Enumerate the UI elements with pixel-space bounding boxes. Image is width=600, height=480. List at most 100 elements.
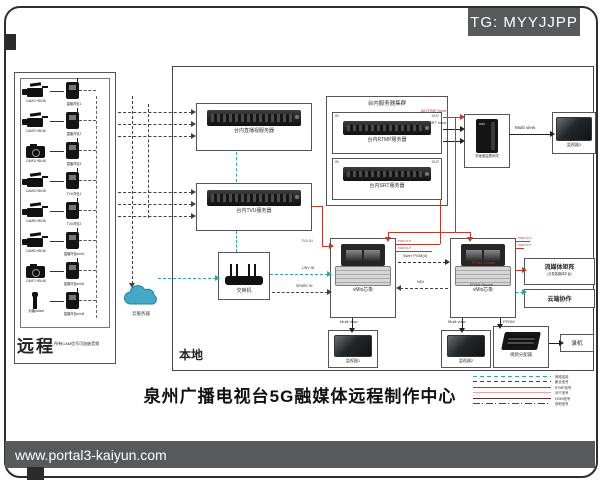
flight-case-icon <box>335 244 391 286</box>
connector-line <box>236 152 237 182</box>
connector-line <box>50 211 64 212</box>
arrowhead <box>385 237 391 242</box>
camera-label: CAM6/ HD/4K <box>25 249 46 253</box>
connector-line <box>440 200 441 244</box>
monitor-icon <box>556 117 592 141</box>
arrowhead <box>327 271 332 277</box>
cloud-collab-label: 云端协作 <box>547 297 572 303</box>
connector-line <box>470 232 471 238</box>
legend-label: SRT信号 <box>555 391 569 396</box>
stream-matrix-sublabel: (分发各媒体平台) <box>547 272 572 276</box>
ndi-label: NDI <box>417 279 424 284</box>
connector-line <box>50 241 64 242</box>
swer-pgm-label: Swer PGM(d) <box>403 253 428 258</box>
vmix1-label: vMix芯象 <box>352 287 374 293</box>
connector-line <box>455 117 456 232</box>
camcorder-camera-icon <box>22 172 50 190</box>
connector-line <box>96 96 97 318</box>
connector-line <box>118 216 192 217</box>
connector-line <box>462 318 463 329</box>
vmix1-box: vMix芯象 <box>330 238 396 318</box>
server1-box: 台内直播视服务器 <box>196 103 312 151</box>
arrowhead <box>191 189 196 195</box>
camera-row: CAM2/ HD/4K 直播背包2 <box>20 108 110 140</box>
camera-label: CAM2/ HD/4K <box>25 129 46 133</box>
connector-line <box>516 241 530 242</box>
camcorder-camera-icon <box>22 112 50 130</box>
arrowhead <box>191 133 196 139</box>
monitor2-box: 监视器2 <box>441 330 491 368</box>
monitor-icon <box>334 335 372 357</box>
monitor3-box: 监视器3 <box>552 112 596 154</box>
monitor3-label: 监视器3 <box>566 142 582 147</box>
distributor-icon <box>501 332 541 350</box>
arrowhead <box>522 267 527 273</box>
tower-pc-icon <box>476 119 498 153</box>
io-in-label: IN <box>335 160 339 164</box>
arrowhead <box>460 114 465 120</box>
connector-line <box>79 210 96 211</box>
server2-box: 台内TVU服务器 <box>196 183 312 231</box>
outer-frame <box>4 6 598 478</box>
cloud-label: 云服务器 <box>132 311 150 316</box>
remote-label: 远程 <box>17 337 55 356</box>
connector-line <box>516 270 523 271</box>
connector-line <box>118 124 192 125</box>
backpack-encoder-icon <box>66 168 79 189</box>
backpack-label: 直播背包2 <box>66 132 82 136</box>
all-rtmp-input-label: All RTMP Input <box>421 109 447 113</box>
monitor1-box: 监视器1 <box>328 330 378 368</box>
backpack-label: TVU背包1 <box>66 192 82 196</box>
arrowhead <box>129 283 135 288</box>
io-out-label: OUT <box>431 114 439 118</box>
rack-server-icon <box>343 167 431 181</box>
connector-line <box>500 318 501 325</box>
camera-label: CAM1/ HD/4K <box>25 99 46 103</box>
arrowhead <box>349 328 355 333</box>
corner-mark-top <box>5 34 16 50</box>
distributor-label: 视频分配器 <box>510 352 532 357</box>
camcorder-camera-icon <box>22 202 50 220</box>
rtmp-server-box: IN OUT 台内RTMP服务器 <box>332 112 442 154</box>
backpack-label: 直播背包mini3 <box>63 312 85 316</box>
connector-line <box>400 288 448 289</box>
arrowhead <box>445 259 450 265</box>
legend-line-sample <box>473 403 551 404</box>
arrowhead <box>191 109 196 115</box>
monitor-icon <box>447 335 485 357</box>
camera-label: CAM5/ HD/4K <box>25 219 46 223</box>
cloud-server: 云服务器 <box>120 284 162 316</box>
connector-line <box>312 206 322 207</box>
connector-line <box>50 271 64 272</box>
connector-line <box>236 231 237 252</box>
backpack-label: TVU背包2 <box>66 222 82 226</box>
connector-line <box>79 90 96 91</box>
connector-line <box>396 251 432 252</box>
connector-line <box>396 244 440 245</box>
backpack-label: 直播背包1 <box>66 102 82 106</box>
arrowhead <box>327 289 332 295</box>
spark-in-label: SPARK IN <box>296 284 313 288</box>
connector-line <box>148 104 149 218</box>
connector-line <box>118 204 192 205</box>
arrowhead <box>550 131 555 137</box>
distributor-box: 视频分配器 <box>493 326 549 368</box>
fpgm-stream-label: FPGM Stream <box>472 261 495 265</box>
camera-label: CAM4/ HD/4K <box>25 189 46 193</box>
legend-row: 其他信号 <box>473 401 593 406</box>
legend-line-sample <box>473 376 551 377</box>
tg-watermark-badge: TG: MYYJJPP <box>468 8 580 36</box>
backpack-label: 直播背包3 <box>66 162 82 166</box>
recorder-box: 录机 <box>560 334 594 352</box>
arrowhead <box>191 201 196 207</box>
connector-line <box>50 181 64 182</box>
flight-case-icon <box>455 244 511 286</box>
legend-label: 其他信号 <box>555 402 569 406</box>
backpack-encoder-icon <box>66 258 79 279</box>
rack-server-icon <box>207 110 301 126</box>
